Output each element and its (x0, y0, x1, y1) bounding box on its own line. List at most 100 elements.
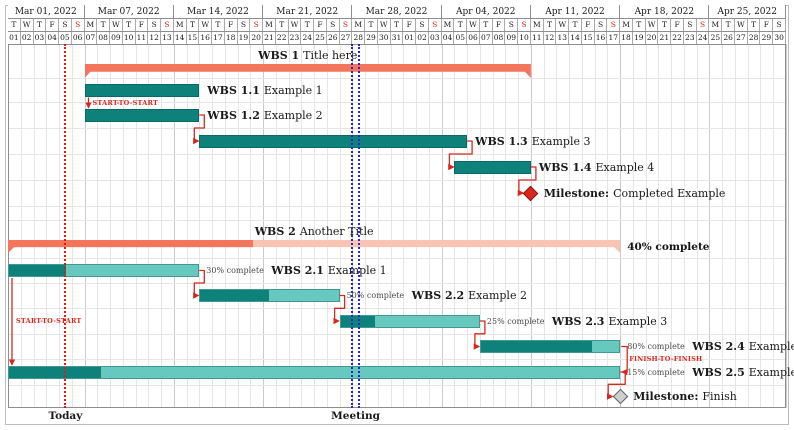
day-letter-cell: T (454, 18, 468, 31)
task-label-name: WBS 2.4 (692, 340, 745, 353)
task-label-name: WBS 1.4 (538, 160, 592, 174)
task-bar (454, 160, 531, 174)
grid-day-line (186, 44, 188, 408)
grid-day-line (326, 44, 328, 408)
task-label-name: WBS 1.1 (207, 83, 260, 97)
day-number-cell: 22 (671, 31, 684, 44)
day-letter-cell: S (237, 18, 251, 31)
progress-fill (9, 265, 66, 276)
day-number-cell: 20 (250, 31, 264, 44)
day-number-cell: 29 (760, 31, 774, 44)
day-number-cell: 25 (314, 31, 327, 44)
day-letter-cell: T (365, 18, 378, 31)
task-progress-label: 50% complete (346, 291, 405, 300)
grid-day-line (263, 44, 265, 408)
grid-day-line (734, 44, 736, 408)
group-title-desc: Title here (303, 48, 358, 62)
day-letter-cell: W (377, 18, 391, 31)
day-letter-cell: S (696, 18, 710, 31)
grid-day-line (250, 44, 252, 408)
group-title-name: WBS 1 (258, 48, 300, 62)
day-letter-cell: W (734, 18, 748, 31)
milestone-label-desc: Completed Example (613, 186, 726, 200)
progress-fill (9, 366, 101, 378)
grid-row-line (8, 180, 786, 181)
day-number-cell: 08 (97, 31, 111, 44)
milestone-label-name: Milestone: (543, 186, 610, 200)
day-letter-cell: T (479, 18, 493, 31)
grid-day-line (403, 44, 405, 408)
grid-day-line (416, 44, 418, 408)
grid-day-line (199, 44, 201, 408)
day-letter-cell: F (46, 18, 59, 31)
day-letter-cell: T (747, 18, 761, 31)
day-number-cell: 03 (33, 31, 47, 44)
group-progress-label: 40% complete (627, 240, 710, 253)
day-letter-cell: S (250, 18, 264, 31)
day-letter-cell: S (683, 18, 697, 31)
day-number-cell: 12 (148, 31, 162, 44)
task-label-name: WBS 1.3 (475, 134, 528, 148)
grid-row-line (8, 102, 786, 103)
day-number-cell: 04 (441, 31, 455, 44)
day-letter-cell: T (97, 18, 111, 31)
day-letter-cell: T (33, 18, 47, 31)
day-letter-cell: T (275, 18, 289, 31)
grid-day-line (84, 44, 86, 408)
marker-line-today (64, 44, 67, 408)
marker-label-today: Today (48, 410, 83, 422)
grid-day-line (428, 44, 430, 408)
day-letter-cell: W (110, 18, 123, 31)
link-label-finish-to-finish: FINISH-TO-FINISH (629, 355, 703, 364)
group-title-name: WBS 2 (254, 224, 296, 238)
marker-line-meeting (351, 44, 354, 408)
day-letter-cell: S (773, 18, 786, 31)
day-letter-cell: S (148, 18, 162, 31)
day-number-cell: 03 (428, 31, 442, 44)
day-number-cell: 10 (518, 31, 531, 44)
task-label-desc: Example 4 (748, 340, 794, 353)
week-header-cell: Mar 07, 2022 (84, 5, 174, 18)
grid-day-line (569, 44, 571, 408)
grid-row-line (8, 78, 786, 79)
grid-row-line (8, 283, 786, 284)
day-number-cell: 28 (352, 31, 366, 44)
grid-row-line (8, 206, 786, 207)
day-letter-cell: S (594, 18, 608, 31)
day-number-cell: 27 (339, 31, 353, 44)
week-header-cell: Mar 01, 2022 (8, 5, 85, 18)
grid-day-line (607, 44, 609, 408)
day-letter-cell: F (314, 18, 327, 31)
chart-frame (8, 44, 786, 408)
week-header-cell: Apr 25, 2022 (709, 5, 786, 18)
day-letter-cell: M (173, 18, 187, 31)
task-bar (84, 83, 200, 97)
grid-day-line (632, 44, 634, 408)
grid-day-line (301, 44, 303, 408)
grid-day-line (722, 44, 724, 408)
week-header-cell: Apr 11, 2022 (530, 5, 621, 18)
progress-fill (480, 341, 592, 352)
task-bar (8, 264, 200, 277)
day-letter-cell: F (224, 18, 238, 31)
marker-line-meeting (357, 44, 360, 408)
grid-row-line (8, 385, 786, 386)
grid-day-line (97, 44, 99, 408)
grid-day-line (645, 44, 647, 408)
grid-day-line (454, 44, 456, 408)
day-letter-cell: T (632, 18, 646, 31)
day-letter-cell: T (569, 18, 582, 31)
day-number-cell: 17 (212, 31, 225, 44)
task-progress-label: 25% complete (486, 316, 545, 326)
day-letter-cell: M (530, 18, 544, 31)
grid-day-line (658, 44, 660, 408)
grid-day-line (212, 44, 214, 408)
link-label-start-to-start: START-TO-START (16, 317, 82, 326)
grid-day-line (671, 44, 673, 408)
day-number-cell: 06 (467, 31, 480, 44)
grid-row-line (8, 359, 786, 360)
day-letter-cell: F (671, 18, 684, 31)
day-number-cell: 27 (734, 31, 748, 44)
